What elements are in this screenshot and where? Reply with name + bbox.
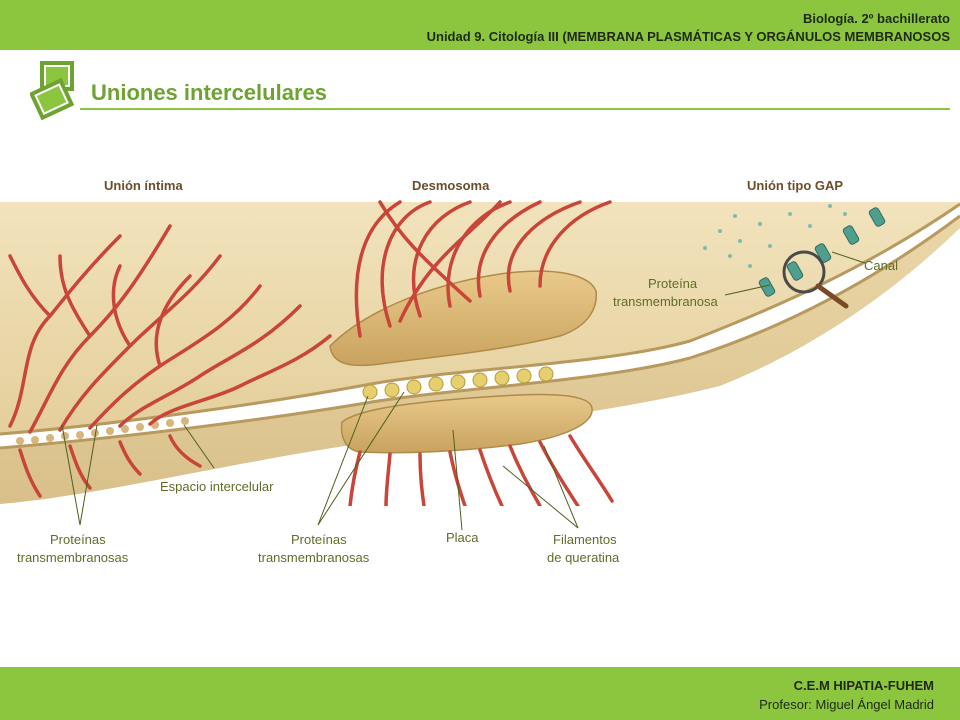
label-proteinas-left-2: transmembranosas [17, 550, 129, 565]
cell-junctions-illustration [0, 200, 960, 506]
label-canal: Canal [864, 258, 898, 273]
lower-cell [0, 216, 960, 504]
desmosome-proteins [362, 366, 554, 400]
page-title: Uniones intercelulares [91, 80, 327, 105]
teacher-name: Profesor: Miguel Ángel Madrid [759, 697, 934, 712]
lower-membrane [0, 214, 960, 450]
upper-plaque [329, 270, 598, 367]
label-proteinas-mid-1: Proteínas [291, 532, 347, 547]
footer-bar: C.E.M HIPATIA-FUHEM Profesor: Miguel Áng… [0, 667, 960, 720]
label-espacio-intercelular: Espacio intercelular [160, 479, 274, 494]
header-bar: Biología. 2º bachillerato Unidad 9. Cito… [0, 0, 960, 50]
gap-channels [758, 207, 886, 297]
keratin-filaments-upper [354, 200, 612, 338]
label-proteina-2: transmembranosa [613, 294, 718, 309]
unit-title: Unidad 9. Citología III (MEMBRANA PLASMÁ… [426, 29, 950, 44]
gap-particles [703, 204, 847, 268]
slides-logo-icon [30, 61, 75, 120]
tight-junction-filaments [8, 224, 332, 434]
label-proteinas-mid-2: transmembranosas [258, 550, 370, 565]
magnifier-icon [782, 250, 849, 309]
title-divider [80, 108, 950, 110]
course-title: Biología. 2º bachillerato [802, 11, 950, 26]
label-filamentos-2: de queratina [547, 550, 620, 565]
heading-union-gap: Unión tipo GAP [747, 178, 844, 193]
label-proteina-1: Proteína [648, 276, 698, 291]
label-placa: Placa [446, 530, 479, 545]
label-filamentos-1: Filamentos [553, 532, 617, 547]
school-name: C.E.M HIPATIA-FUHEM [793, 678, 934, 693]
heading-union-intima: Unión íntima [104, 178, 183, 193]
heading-desmosoma: Desmosoma [412, 178, 490, 193]
label-proteinas-left-1: Proteínas [50, 532, 106, 547]
